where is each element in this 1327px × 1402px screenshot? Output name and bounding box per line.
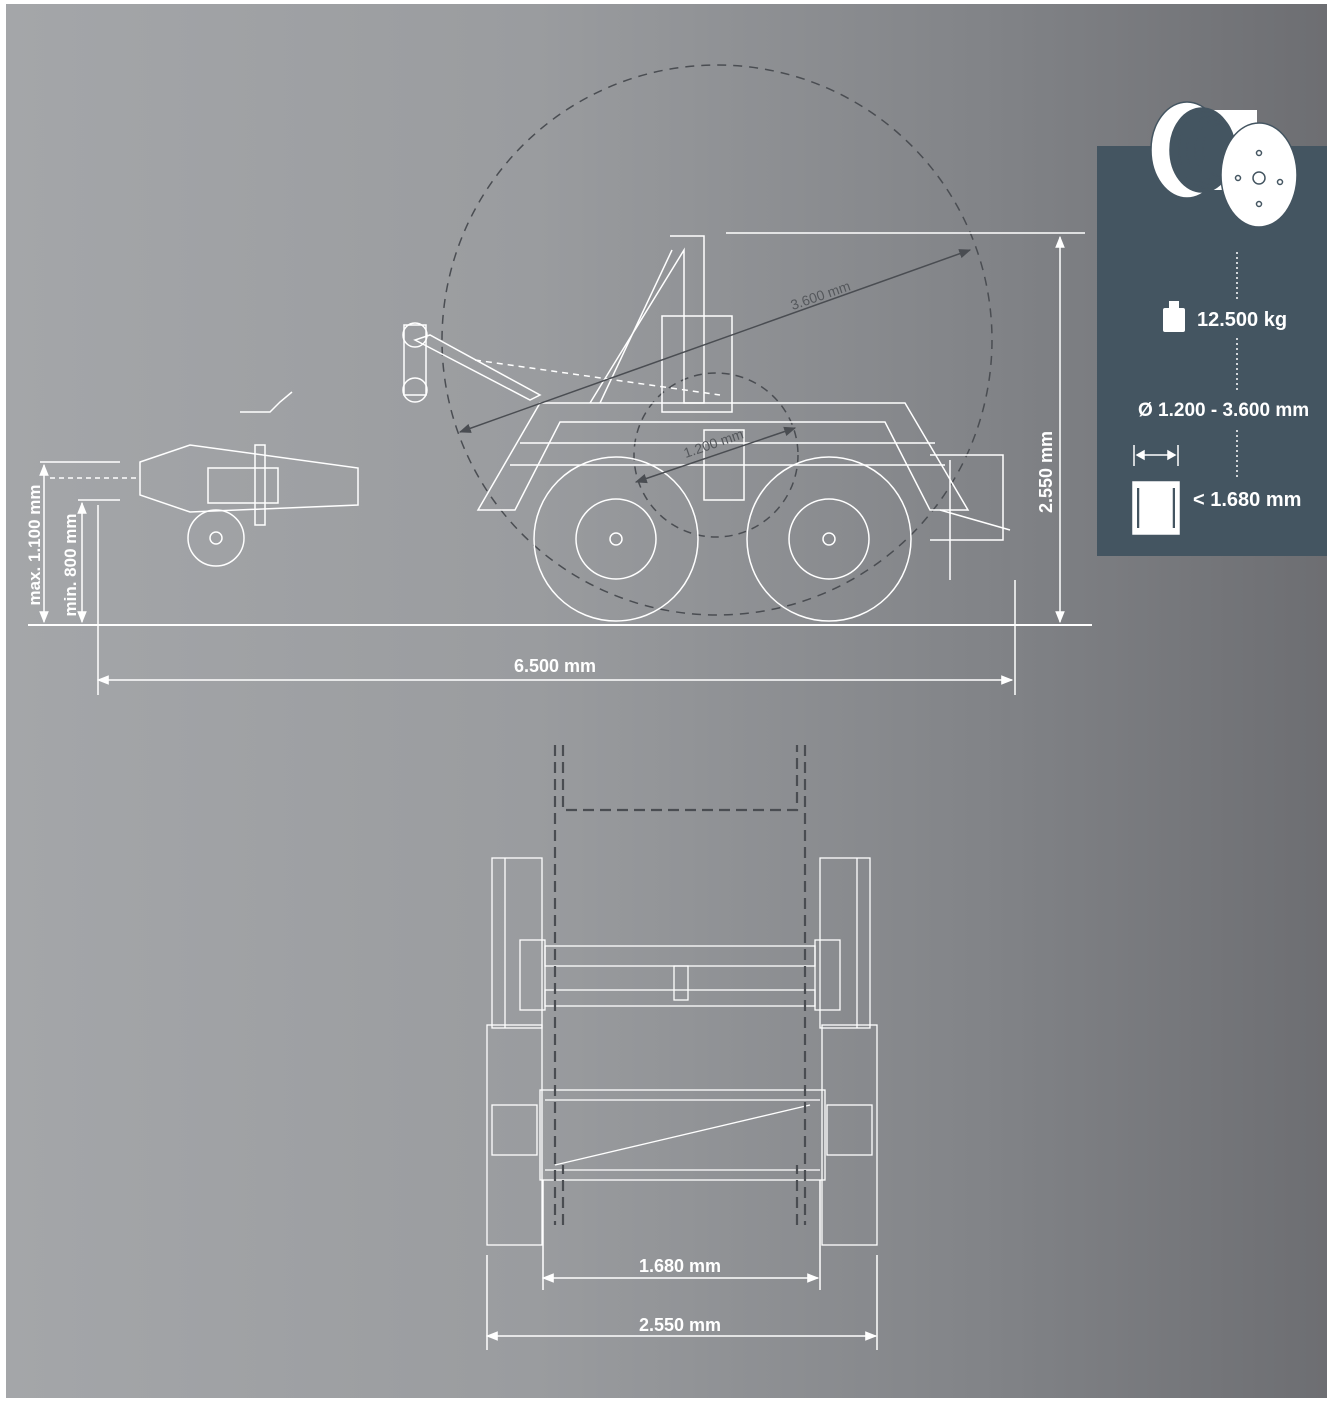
max-drum-outline (441, 64, 993, 616)
top-chassis (539, 1089, 826, 1181)
diameter-range-value: Ø 1.200 - 3.600 mm (1138, 400, 1310, 421)
top-view-dimensions (485, 1180, 878, 1350)
max-load-value: 12.500 kg (1197, 309, 1288, 331)
hitch-min-height-label: min. 800 mm (61, 514, 80, 617)
weight-icon (1163, 301, 1185, 332)
right-upright (819, 857, 871, 1029)
spec-panel-graphics (1132, 101, 1298, 535)
side-view (28, 64, 1092, 626)
hitch-max-height-label: max. 1.100 mm (25, 485, 44, 606)
drawbar (139, 444, 359, 513)
drum-spindle (544, 945, 816, 967)
right-wheels (821, 1024, 878, 1246)
inner-width-label: 1.680 mm (639, 1256, 721, 1276)
drum-width-icon (1132, 445, 1180, 535)
drum-max-diameter-label: 3.600 mm (788, 278, 852, 313)
front-wheel (533, 456, 699, 622)
rear-wheel (746, 456, 912, 622)
top-view (486, 745, 878, 1246)
jockey-wheel (187, 509, 245, 567)
drum-width-outline (553, 745, 807, 1225)
side-view-dimensions (39, 232, 1085, 695)
cable-drum-icon (1150, 101, 1298, 228)
max-drum-width-value: < 1.680 mm (1193, 489, 1302, 511)
left-upright (491, 857, 543, 1029)
outer-width-label: 2.550 mm (639, 1315, 721, 1335)
trailer-frame (476, 402, 970, 511)
height-total-label: 2.550 mm (1036, 431, 1056, 513)
length-total-label: 6.500 mm (514, 656, 596, 676)
left-wheels (486, 1024, 543, 1246)
